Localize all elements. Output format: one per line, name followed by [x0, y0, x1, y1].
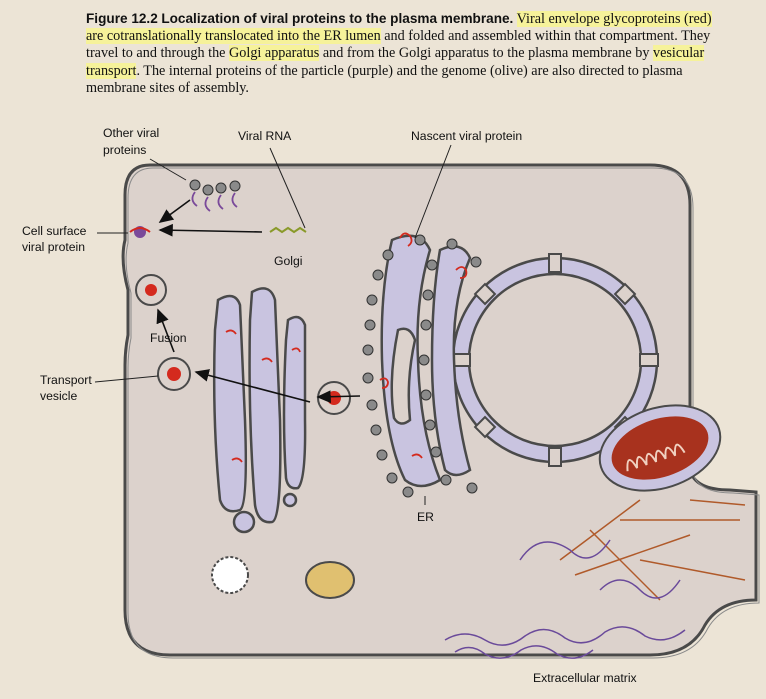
label-fusion: Fusion [150, 331, 187, 345]
caption-text-3: . The internal proteins of the particle … [86, 62, 683, 96]
label-cell-surface-2: viral protein [22, 240, 85, 254]
figure-number: Figure 12.2 [86, 11, 158, 26]
viral-genome [269, 226, 307, 234]
secretory-vesicle [211, 556, 355, 599]
free-polysomes [189, 179, 241, 196]
label-transport-vesicle-1: Transport [40, 373, 92, 387]
label-er: ER [417, 510, 434, 524]
nucleus [451, 253, 659, 467]
golgi-apparatus [212, 287, 307, 534]
glycoproteins-golgi [225, 329, 301, 463]
figure-caption: Figure 12.2 Localization of viral protei… [86, 10, 726, 97]
label-nascent-viral-protein: Nascent viral protein [411, 129, 523, 143]
label-cell-surface-1: Cell surface [22, 224, 87, 238]
extracellular-matrix [444, 499, 746, 659]
endoplasmic-reticulum [380, 234, 472, 488]
assembly-site [129, 226, 167, 306]
label-transport-vesicle-2: vesicle [40, 389, 78, 403]
label-extracellular-matrix: Extracellular matrix [533, 671, 637, 685]
mitochondrion [598, 404, 722, 492]
label-other-viral-proteins-2: proteins [103, 143, 147, 157]
label-viral-rna: Viral RNA [238, 129, 292, 143]
glycoproteins-er [379, 232, 468, 459]
caption-highlight-2: Golgi apparatus [229, 45, 320, 62]
leader-lines [94, 144, 452, 505]
label-other-viral-proteins-1: Other viral [103, 126, 160, 140]
caption-text-1: and folded and assembled within that com… [86, 28, 711, 62]
internal-proteins [191, 191, 238, 212]
label-golgi: Golgi [274, 254, 303, 268]
caption-text-2: and from the Golgi apparatus to the plas… [319, 45, 653, 62]
ribosomes [362, 234, 482, 498]
figure-title: Localization of viral proteins to the pl… [161, 11, 514, 26]
transport-arrows [156, 199, 361, 404]
